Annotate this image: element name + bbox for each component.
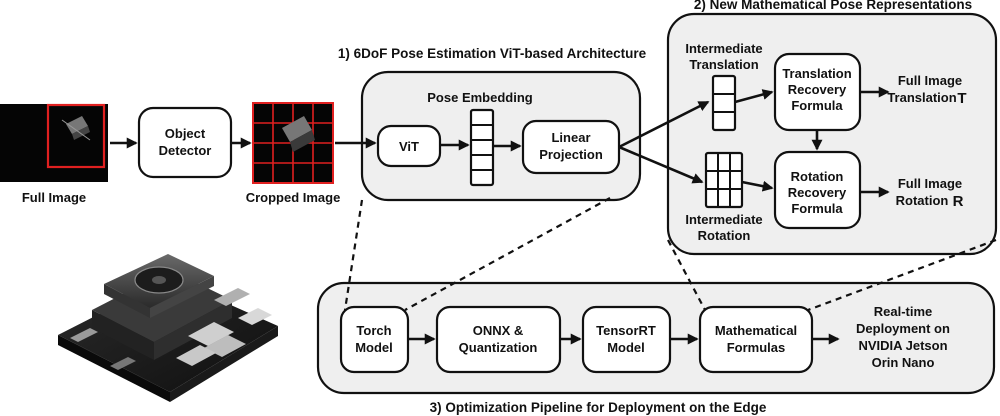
translation-recovery-label-1: Translation [782, 66, 851, 81]
dash-repr-to-math-left [667, 239, 706, 311]
intermediate-rotation-label-2: Rotation [698, 228, 751, 243]
translation-output-label-2: Translation [887, 90, 956, 105]
rotation-recovery-node [773, 150, 862, 230]
satellite-icon [61, 116, 91, 141]
edge-irot-to-rrecovery [741, 180, 774, 192]
object-detector-label-1: Object [165, 126, 206, 141]
pose-embedding-label: Pose Embedding [427, 90, 533, 105]
cropped-image-label: Cropped Image [246, 190, 341, 205]
dash-repr-to-math-right [807, 238, 997, 312]
repr-group [666, 12, 998, 256]
intermediate-translation-vector [711, 74, 737, 132]
translation-recovery-label-2: Recovery [788, 82, 847, 97]
translation-symbol: T [957, 90, 966, 107]
deployment-label-3: NVIDIA Jetson [858, 338, 947, 353]
rotation-symbol: R [953, 193, 964, 210]
rotation-recovery-label-2: Recovery [788, 185, 847, 200]
translation-recovery-label-3: Formula [791, 98, 843, 113]
intermediate-rotation-matrix [704, 151, 744, 209]
vit-label: ViT [399, 139, 419, 154]
deployment-label-4: Orin Nano [872, 355, 935, 370]
torch-model-label-1: Torch [356, 323, 391, 338]
arch-title: 1) 6DoF Pose Estimation ViT-based Archit… [338, 46, 647, 61]
intermediate-rotation-label-1: Intermediate [685, 212, 762, 227]
dash-arch-to-torch-right [404, 197, 611, 311]
jetson-board-icon [58, 254, 278, 402]
rotation-recovery-label-3: Formula [791, 201, 843, 216]
onnx-label-2: Quantization [459, 340, 538, 355]
intermediate-translation-label-2: Translation [689, 57, 758, 72]
rotation-output-label-2: Rotation [896, 193, 949, 208]
torch-model-label-2: Model [355, 340, 393, 355]
cropped-image-grid [252, 102, 334, 184]
translation-output-label-1: Full Image [898, 73, 962, 88]
dash-arch-to-torch-left [343, 199, 364, 311]
tensorrt-label-1: TensorRT [596, 323, 656, 338]
linear-projection-label-1: Linear [551, 130, 590, 145]
repr-title: 2) New Mathematical Pose Representations [694, 0, 972, 12]
pipeline-title: 3) Optimization Pipeline for Deployment … [430, 400, 767, 415]
pose-embedding-token-stack [469, 108, 495, 187]
deployment-label-2: Deployment on [856, 321, 950, 336]
edge-linear-to-translation [618, 100, 710, 149]
tensorrt-label-2: Model [607, 340, 645, 355]
full-image-label: Full Image [22, 190, 86, 205]
rotation-recovery-label-1: Rotation [791, 169, 844, 184]
edge-linear-to-rotation [618, 145, 704, 184]
full-image-thumbnail [0, 103, 108, 182]
linear-projection-label-2: Projection [539, 147, 603, 162]
intermediate-translation-label-1: Intermediate [685, 41, 762, 56]
math-formulas-label-2: Formulas [727, 340, 786, 355]
rotation-output-label-1: Full Image [898, 176, 962, 191]
onnx-label-1: ONNX & [473, 323, 524, 338]
math-formulas-label-1: Mathematical [715, 323, 797, 338]
object-detector-label-2: Detector [159, 143, 212, 158]
deployment-label-1: Real-time [874, 304, 933, 319]
edge-itrans-to-trecovery [734, 89, 774, 104]
